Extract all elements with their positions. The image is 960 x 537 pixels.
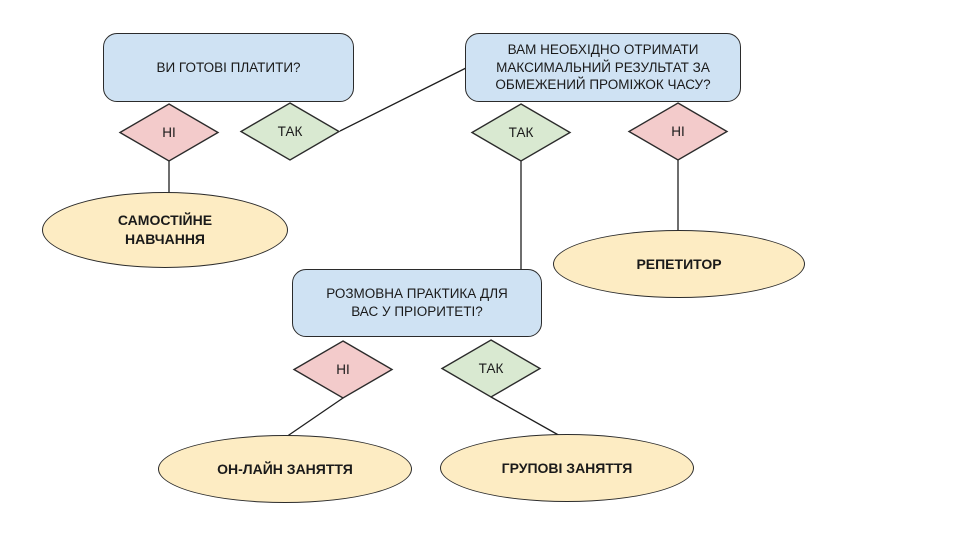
decision-no-q1: НІ — [118, 103, 220, 162]
outcome-group-lessons: ГРУПОВІ ЗАНЯТТЯ — [440, 434, 694, 502]
decision-label: НІ — [162, 125, 176, 140]
question-text: ВИ ГОТОВІ ПЛАТИТИ? — [156, 59, 301, 75]
decision-no-q2: НІ — [627, 102, 729, 161]
diamond-shape — [470, 103, 572, 162]
diamond-shape — [239, 102, 341, 161]
decision-label: ТАК — [478, 361, 504, 376]
question-ready-to-pay: ВИ ГОТОВІ ПЛАТИТИ? — [103, 33, 354, 102]
decision-yes-q1: ТАК — [239, 102, 341, 161]
diamond-shape — [440, 339, 542, 398]
outcome-label: ГРУПОВІ ЗАНЯТТЯ — [501, 459, 633, 476]
outcome-label: РЕПЕТИТОР — [636, 255, 722, 272]
diamond-shape — [627, 102, 729, 161]
outcome-label: САМОСТІЙНЕ НАВЧАННЯ — [117, 212, 213, 247]
decision-label: ТАК — [508, 125, 534, 140]
outcome-self-study: САМОСТІЙНЕ НАВЧАННЯ — [42, 192, 288, 268]
question-max-result-limited-time: ВАМ НЕОБХІДНО ОТРИМАТИ МАКСИМАЛЬНИЙ РЕЗУ… — [465, 33, 741, 102]
decision-yes-q2: ТАК — [470, 103, 572, 162]
question-speaking-practice-priority: РОЗМОВНА ПРАКТИКА ДЛЯ ВАС У ПРІОРИТЕТІ? — [292, 269, 542, 337]
connector-q3yes-group — [490, 396, 563, 438]
decision-label: НІ — [671, 124, 685, 139]
question-text: ВАМ НЕОБХІДНО ОТРИМАТИ МАКСИМАЛЬНИЙ РЕЗУ… — [495, 41, 711, 93]
connector-q1yes-q2 — [339, 67, 467, 132]
decision-label: ТАК — [277, 124, 303, 139]
diamond-shape — [118, 103, 220, 162]
decision-no-q3: НІ — [292, 340, 394, 399]
diamond-shape — [292, 340, 394, 399]
connector-q3no-online — [285, 397, 344, 438]
outcome-online-lessons: ОН-ЛАЙН ЗАНЯТТЯ — [158, 435, 412, 503]
decision-yes-q3: ТАК — [440, 339, 542, 398]
outcome-tutor: РЕПЕТИТОР — [553, 230, 805, 298]
decision-label: НІ — [336, 362, 350, 377]
outcome-label: ОН-ЛАЙН ЗАНЯТТЯ — [217, 460, 353, 477]
question-text: РОЗМОВНА ПРАКТИКА ДЛЯ ВАС У ПРІОРИТЕТІ? — [326, 286, 508, 319]
